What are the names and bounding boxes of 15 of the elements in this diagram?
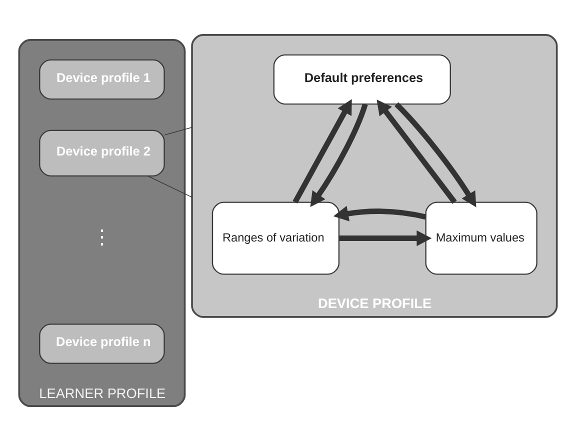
connector — [147, 175, 192, 198]
arrow — [376, 99, 457, 204]
arrow — [292, 98, 352, 203]
node-box: Device profile n — [39, 323, 165, 364]
arrow — [339, 230, 432, 246]
node-box: Default preferences — [273, 54, 451, 104]
node-box: Device profile 1 — [39, 58, 165, 100]
arrow — [394, 102, 476, 207]
connector — [164, 126, 192, 135]
arrow — [310, 102, 368, 206]
arrow — [333, 205, 426, 221]
label: ⋮ — [92, 226, 112, 248]
node-box: Ranges of variation — [212, 201, 340, 274]
node-box: Device profile 2 — [39, 129, 165, 176]
node-box: Maximum values — [425, 201, 538, 274]
